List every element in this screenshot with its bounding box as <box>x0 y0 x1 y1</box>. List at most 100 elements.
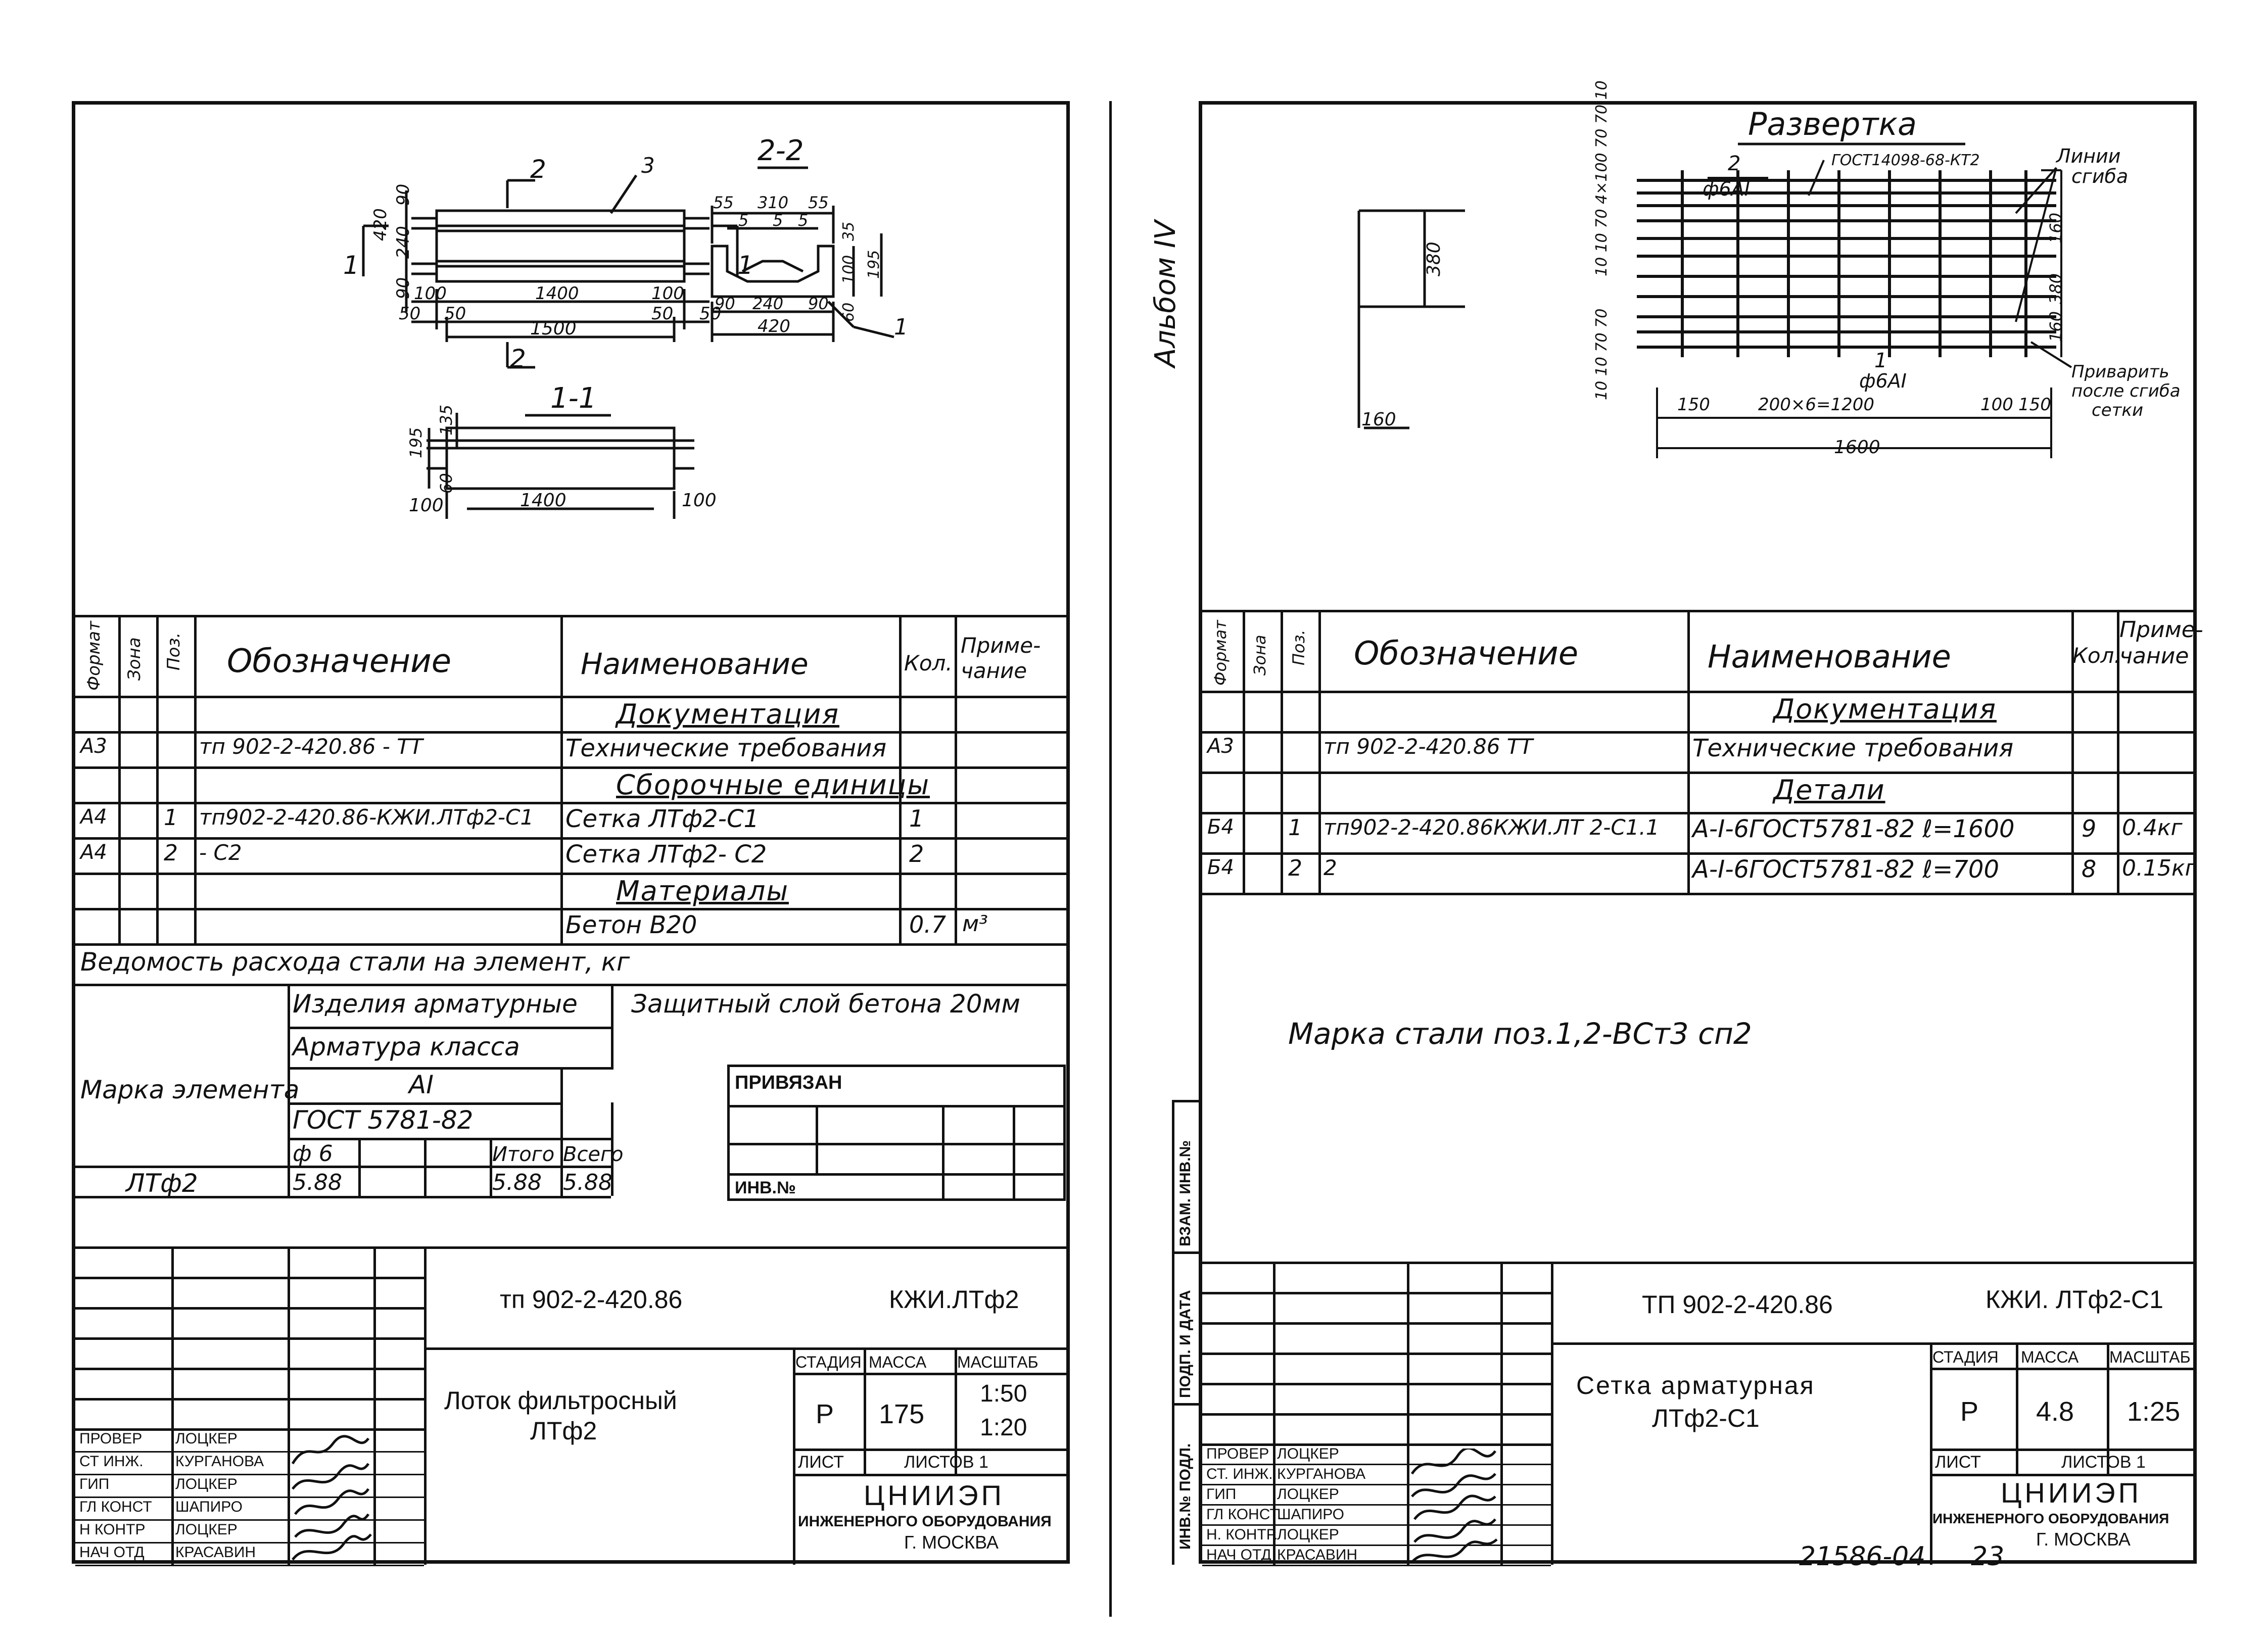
spec-header-format: Формат <box>84 621 104 691</box>
tb-person: КРАСАВИН <box>175 1544 256 1561</box>
sec22-callout-5: 5 <box>773 211 783 230</box>
tb-name-1: Лоток фильтросный <box>444 1386 677 1415</box>
spec-cell-pos: 1 <box>164 805 178 831</box>
spec-header-pos: Поз. <box>1289 630 1308 665</box>
side-stamp-text: ВЗАМ. ИНВ.№ <box>1177 1140 1194 1246</box>
spec-cell-format: А4 <box>80 841 107 864</box>
sec11-dim-195: 195 <box>406 427 426 458</box>
steel-total-h: Итого <box>492 1143 555 1166</box>
tb-role: Н КОНТР <box>79 1521 146 1538</box>
spec-header-note-1: Приме- <box>2119 617 2203 643</box>
tb-name-2: ЛТф2-С1 <box>1652 1404 1760 1432</box>
right-sheet: 380 160 Развертка ГОСТ14098-68-КТ2 Линии… <box>1149 80 2203 1566</box>
section-1-1-view <box>427 413 694 519</box>
tb-role: СТ. ИНЖ. <box>1206 1466 1273 1482</box>
sketch-380: 380 <box>1424 242 1444 276</box>
bend-lines-2: сгиба <box>2071 165 2128 187</box>
spec-header-pos: Поз. <box>164 632 184 670</box>
dim-100: 100 <box>1980 395 2013 415</box>
spec-cell-format: Б4 <box>1207 856 1234 879</box>
tb-mass-h: МАССА <box>869 1353 927 1371</box>
tb-person: ЛОЦКЕР <box>175 1476 238 1492</box>
dim-380: 380 <box>2046 273 2065 304</box>
plan-cut-2-top: 2 <box>530 155 546 184</box>
spec-header-name: Наименование <box>581 647 809 681</box>
tb-mass: 4.8 <box>2036 1396 2074 1427</box>
spec-cell-name: Материалы <box>616 875 789 907</box>
tb-person: ЛОЦКЕР <box>1277 1486 1339 1503</box>
steel-gost: ГОСТ 5781-82 <box>293 1105 474 1135</box>
tb-person: ЛОЦКЕР <box>1277 1526 1339 1543</box>
plan-dim-50-b: 50 <box>444 304 466 324</box>
steel-element-header: Марка элемента <box>80 1075 300 1104</box>
tb-person: ШАПИРО <box>1277 1506 1344 1523</box>
steel-v-all: 5.88 <box>563 1170 612 1195</box>
steel-cover-note: Защитный слой бетона 20мм <box>631 989 1020 1019</box>
steel-title: Ведомость расхода стали на элемент, кг <box>80 947 630 977</box>
spec-header-name: Наименование <box>1708 638 1951 675</box>
right-titleblock: ТП 902-2-420.86 КЖИ. ЛТф2-С1 Сетка армат… <box>1202 1262 2193 1566</box>
spec-header-zone: Зона <box>124 637 145 681</box>
sec22-dim-195: 195 <box>865 250 883 279</box>
tb-role: ГИП <box>1206 1486 1237 1503</box>
spec-cell-format: А4 <box>80 805 107 829</box>
tb-scale-2: 1:20 <box>980 1414 1027 1441</box>
steel-v-diam: 5.88 <box>293 1170 342 1195</box>
mesh-dim-lines <box>1656 160 2072 458</box>
spec-cell-designation: тп 902-2-420.86 ТТ <box>1324 734 1533 759</box>
plan-dim-240: 240 <box>393 226 413 259</box>
plan-cut-2-bottom: 2 <box>510 344 526 373</box>
spec-cell-format: А3 <box>1207 735 1234 758</box>
bent-sketch <box>1357 209 1465 429</box>
tb-code: ТП 902-2-420.86 <box>1642 1290 1833 1319</box>
sec11-dim-100-left: 100 <box>409 495 444 516</box>
tb-sheets: ЛИСТОВ 1 <box>904 1453 988 1472</box>
tb-stage-h: СТАДИЯ <box>795 1353 862 1371</box>
tb-org-2: ИНЖЕНЕРНОГО ОБОРУДОВАНИЯ <box>1932 1511 2169 1526</box>
spec-cell-note: 0.15кг <box>2122 855 2197 881</box>
right-spec-table: Формат Зона Поз. Обозначение Наименовани… <box>1202 610 2203 923</box>
footer-page: 23 <box>1971 1541 2005 1572</box>
weld-3: сетки <box>2092 400 2143 420</box>
spec-cell-name: Детали <box>1773 774 1885 806</box>
rod-bot-1: 1 <box>1874 349 1887 372</box>
tb-mass: 175 <box>879 1399 925 1429</box>
tb-person: КУРГАНОВА <box>1277 1466 1366 1482</box>
tb-doc: КЖИ. ЛТф2-С1 <box>1986 1285 2163 1314</box>
tb-role: ПРОВЕР <box>1206 1445 1269 1462</box>
steel-element: ЛТф2 <box>126 1169 198 1198</box>
side-stamp-text: ПОДП. И ДАТА <box>1177 1290 1194 1398</box>
plan-dim-100-left: 100 <box>414 283 447 304</box>
sheet-divider <box>1109 101 1112 1617</box>
spec-header-designation: Обозначение <box>1354 635 1579 672</box>
left-dims-vertical: 10 10 70 4×100 70 70 10 <box>1593 80 1611 276</box>
plan-dim-90-bot: 90 <box>393 277 413 299</box>
album-label: Альбом IV <box>1149 220 1182 367</box>
section-1-1-title: 1-1 <box>550 382 596 415</box>
sec22-dim-310: 310 <box>758 193 788 212</box>
tb-stage: Р <box>1960 1396 1979 1427</box>
spec-cell-name: Документация <box>1773 693 1997 725</box>
sec11-dim-60: 60 <box>437 473 456 494</box>
left-titleblock: тп 902-2-420.86 КЖИ.ЛТф2 Лоток фильтросн… <box>75 1246 1066 1566</box>
steel-grade-note: Марка стали поз.1,2-ВСт3 сп2 <box>1288 1017 1752 1051</box>
tb-sheet: ЛИСТ <box>798 1453 844 1472</box>
signatures <box>291 1435 372 1561</box>
binding-stamp: ПРИВЯЗАН ИНВ.№ <box>727 1065 1066 1201</box>
gost-label: ГОСТ14098-68-КТ2 <box>1831 152 1980 169</box>
sec22-dim-55-right: 55 <box>808 193 829 212</box>
tb-person: ЛОЦКЕР <box>175 1521 238 1538</box>
tb-person: ЛОЦКЕР <box>175 1430 238 1447</box>
binding-inv: ИНВ.№ <box>735 1178 796 1197</box>
spec-cell-designation: тп902-2-420.86КЖИ.ЛТ 2-С1.1 <box>1324 815 1660 840</box>
left-drawing: 420 90 240 90 1 1 2 2 3 100 1400 100 50 … <box>343 134 908 519</box>
left-sheet: 420 90 240 90 1 1 2 2 3 100 1400 100 50 … <box>72 101 1070 1566</box>
tb-scale: 1:25 <box>2127 1396 2181 1427</box>
steel-v-total: 5.88 <box>492 1170 542 1195</box>
tb-role: ГЛ КОНСТ. <box>1206 1506 1282 1523</box>
spec-header-qty: Кол. <box>904 651 953 675</box>
footer-code: 21586-04 <box>1799 1541 1926 1572</box>
steel-diam: ф 6 <box>293 1141 333 1167</box>
